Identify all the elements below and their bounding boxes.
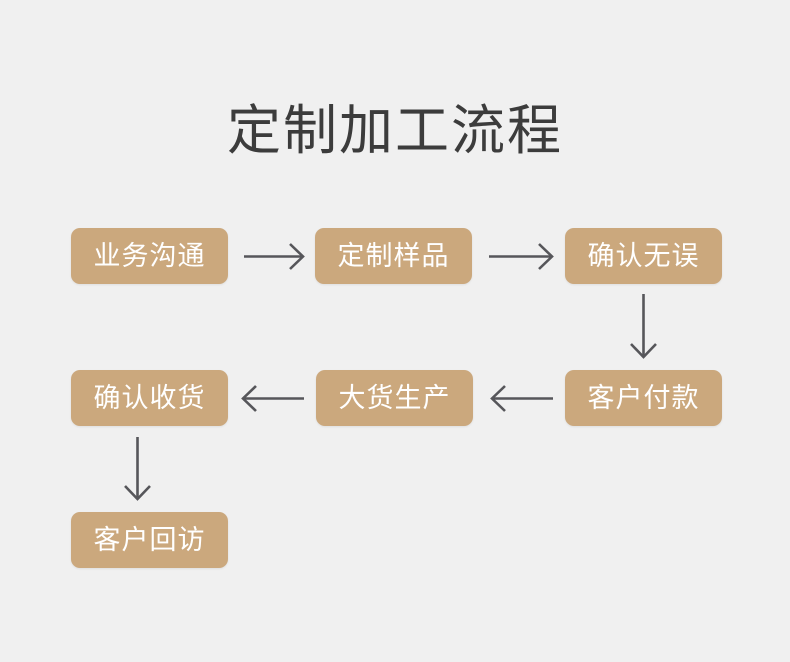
- page-title: 定制加工流程: [227, 101, 563, 161]
- arrow-left-icon-bulk-to-receipt: [241, 385, 304, 412]
- flow-node-customer-payment[interactable]: 客户付款: [565, 370, 722, 426]
- flow-node-confirm-receipt[interactable]: 确认收货: [71, 370, 228, 426]
- flow-node-business-communication[interactable]: 业务沟通: [71, 228, 228, 284]
- flow-node-bulk-production[interactable]: 大货生产: [316, 370, 473, 426]
- arrow-left-icon-payment-to-bulk: [490, 385, 553, 412]
- arrow-right-icon-sample-to-confirm: [489, 243, 554, 270]
- flow-node-customer-revisit[interactable]: 客户回访: [71, 512, 228, 568]
- flow-node-confirm-correct[interactable]: 确认无误: [565, 228, 722, 284]
- arrow-down-icon-confirm-to-payment: [630, 294, 657, 359]
- arrow-down-icon-receipt-to-revisit: [124, 437, 151, 501]
- arrow-right-icon-biz-to-sample: [244, 243, 305, 270]
- flow-node-custom-sample[interactable]: 定制样品: [315, 228, 472, 284]
